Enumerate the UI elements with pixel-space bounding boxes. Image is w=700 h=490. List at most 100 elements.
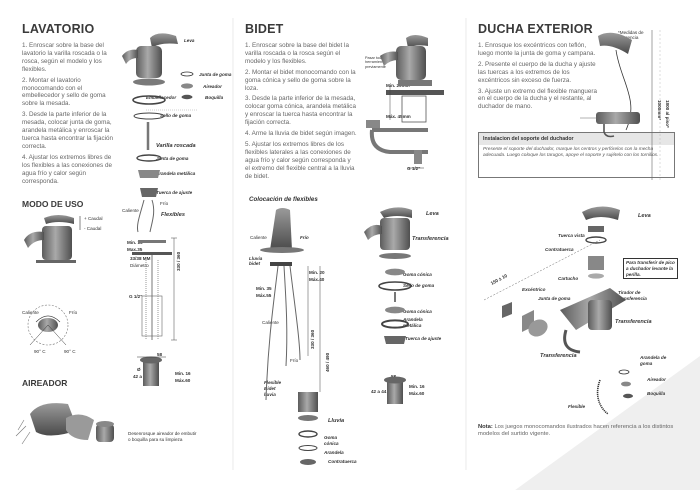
bidet-step-1: 1. Enroscar sobre la base del bidet la v… <box>245 42 349 65</box>
bidet-step-2: 2. Montar el bidet monocomando con la go… <box>245 68 356 92</box>
label-junta-2: Junta de goma <box>156 156 189 161</box>
dim-diam-label: Diámetro <box>130 263 149 268</box>
bidet-frio: Frío <box>300 235 309 240</box>
ducha-step-1: 1. Enrosque los excéntricos con teflón, … <box>478 42 596 57</box>
lavatorio-faucet-drawing <box>122 33 198 233</box>
bidet-dim-min29: Min. 29mm <box>386 83 410 88</box>
bidet-dim-min20: Min. 20 <box>309 270 325 275</box>
label-junta: Junta de goma <box>199 72 232 77</box>
modo-caudal-down: - Caudal <box>84 226 102 231</box>
ducha-section: DUCHA EXTERIOR 1. Enrosque los excéntric… <box>466 0 700 490</box>
modo-frio: Frío <box>69 310 78 315</box>
ducha-boquilla: Boquilla <box>647 391 666 396</box>
label-sello: Sello de goma <box>160 113 192 118</box>
bidet-section: BIDET 1. Enroscar sobre la base del bide… <box>233 0 466 490</box>
bidet-dim-max45: Máx. 45mm <box>386 114 411 119</box>
bidet-lluvia-label: Lluvia <box>328 418 345 424</box>
bidet-goma-conica-2: Goma cónica <box>403 309 432 314</box>
bidet-title: BIDET <box>245 22 284 36</box>
bidet-step-5: 5. Ajustar los extremos libres de los fl… <box>245 140 355 180</box>
bidet-step-3: 3. Desde la parte inferior de la mesada,… <box>245 95 356 127</box>
ducha-exploded-drawing <box>483 206 633 415</box>
footnote-label: Nota: <box>478 424 493 430</box>
soporte-note-box: Instalacion del soporte del duchador Pre… <box>478 132 675 178</box>
aireador-title: AIREADOR <box>22 378 68 388</box>
lavatorio-title: LAVATORIO <box>22 22 95 36</box>
dim-min16: Min. 16 <box>175 371 191 376</box>
dim-58: 58 <box>157 352 163 357</box>
ducha-steps: 1. Enrosque los excéntricos con teflón, … <box>478 42 598 114</box>
bidet-colocacion-title: Colocación de flexibles <box>249 196 318 203</box>
bidet-dim-min16: Min. 16 <box>409 384 425 389</box>
label-tuerca: Tuerca de ajuste <box>156 190 193 195</box>
lavatorio-step-2: 2. Montar el lavatorio monocomando con e… <box>22 76 106 108</box>
ducha-step-2: 2. Presente el cuerpo de la ducha y ajus… <box>478 60 596 84</box>
bidet-lluvia: Lluvia bidet <box>249 256 263 266</box>
bidet-dim-min35: Min. 35 <box>256 286 272 291</box>
dim-diam: 33/38 MM <box>130 256 151 261</box>
ducha-transferir-note: Para transferir de pico a duchador levan… <box>623 258 678 280</box>
ducha-transferencia-2: Transferencia <box>540 353 577 359</box>
bidet-tuerca: Tuerca de ajuste <box>405 336 442 341</box>
bidet-goma-conica: Goma cónica <box>403 272 432 277</box>
ducha-leva: Leva <box>638 213 651 219</box>
bidet-steps: 1. Enroscar sobre la base del bidet la v… <box>245 42 357 184</box>
label-flexibles: Flexibles <box>161 212 185 218</box>
bidet-dim-max55: Máx.55 <box>256 293 272 298</box>
bidet-dim-max40: Máx.40 <box>309 277 325 282</box>
ducha-step-3: 3. Ajuste un extremo del flexible mangue… <box>478 87 598 111</box>
lavatorio-dimension-drawing <box>132 237 177 386</box>
ducha-transferencia: Transferencia <box>615 319 652 325</box>
ducha-junta: Junta de goma <box>538 296 571 301</box>
bidet-pasar-note: Pasar todas las herramientas previamente <box>365 56 392 69</box>
bidet-dim-max60: Máx.60 <box>409 391 425 396</box>
ducha-tirador: Tirador de transferencia <box>618 290 647 301</box>
bidet-top-drawing <box>366 35 444 169</box>
bidet-arandela-2: Arandela <box>324 450 344 455</box>
lavatorio-steps: 1. Enroscar sobre la base del lavatorio … <box>22 42 117 188</box>
dim-o: Ø <box>137 367 141 372</box>
ducha-wall-drawing <box>580 30 661 180</box>
aireador-caption: Desenrosque aireador de embutir o boquil… <box>128 431 197 442</box>
bidet-exploded-drawing <box>364 207 412 404</box>
bidet-step-4: 4. Arme la lluvia de bidet según imagen. <box>245 130 357 138</box>
ducha-excentrico: Excéntrico <box>522 287 546 292</box>
dim-max35: Max.35 <box>127 247 143 252</box>
soporte-note-text: Presente el soporte del duchador, marque… <box>483 147 659 159</box>
dim-4244: 42 a 44 <box>133 374 149 379</box>
bidet-sello: Sello de goma <box>403 283 435 288</box>
modo-caudal-up: + Caudal <box>84 216 103 221</box>
label-frio: Frío <box>160 201 169 206</box>
bidet-dim-4244: 42 a 44 <box>371 389 387 394</box>
label-caliente: Caliente <box>122 208 139 213</box>
bidet-flexibles-drawing <box>260 208 321 465</box>
bidet-frio-2: Frío <box>290 358 299 363</box>
lavatorio-section: LAVATORIO 1. Enroscar sobre la base del … <box>0 0 233 490</box>
label-leva: Leva <box>184 38 195 43</box>
modo-deg-1: 90° C <box>34 349 46 354</box>
modo-uso-drawing <box>24 215 81 346</box>
bidet-goma-conica-3: Goma cónica <box>324 435 339 446</box>
dim-max60: Máx.60 <box>175 378 191 383</box>
bidet-contratuerca: Contratuerca <box>328 459 357 464</box>
footnote-text: Los juegos monocomandos ilustrados hacen… <box>478 424 674 438</box>
modo-deg-2: 90° C <box>64 349 76 354</box>
lavatorio-step-4: 4. Ajustar los extremos libres de los fl… <box>22 153 112 185</box>
lavatorio-step-1: 1. Enroscar sobre la base del lavatorio … <box>22 42 107 73</box>
label-boquilla: Boquilla <box>205 95 224 100</box>
ducha-aireador: Aireador <box>647 377 666 382</box>
bidet-caliente-2: Caliente <box>262 320 279 325</box>
bidet-flexible-lluvia: Flexible Bidet lluvia <box>264 380 282 397</box>
bidet-arandela: Arandela metálica <box>403 317 423 328</box>
bidet-dim-58: 58 <box>391 374 397 379</box>
label-varilla: Varilla roscada <box>156 143 196 149</box>
dim-min15: Min. 15 <box>127 240 143 245</box>
ducha-tuerca-vista: Tuerca vista <box>558 233 585 238</box>
modo-title: MODO DE USO <box>22 199 84 209</box>
bidet-caliente: Caliente <box>250 235 267 240</box>
ducha-cartucho: Cartucho <box>558 276 579 281</box>
footnote: Nota: Los juegos monocomandos ilustrados… <box>478 424 678 439</box>
ducha-title: DUCHA EXTERIOR <box>478 22 593 36</box>
bidet-leva: Leva <box>426 211 439 217</box>
